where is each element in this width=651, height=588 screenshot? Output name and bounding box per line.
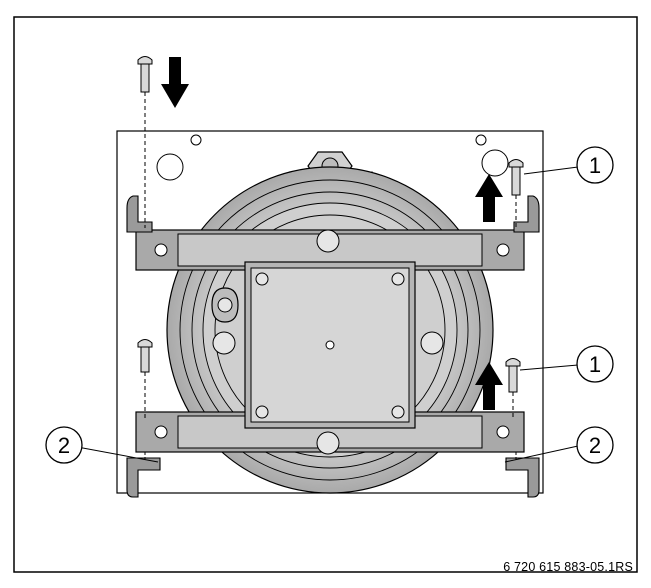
disc-bolt-bottom — [316, 431, 340, 455]
arrow-up-icon-upper — [475, 174, 503, 222]
hook-lower-right — [505, 457, 540, 498]
pin-lower-right — [505, 358, 521, 418]
callout-1-lower: 1 — [576, 345, 614, 383]
disc-bolt-top — [316, 229, 340, 253]
hook-upper-right — [513, 195, 540, 233]
arrow-down-icon — [161, 57, 189, 108]
pin-lower-left — [137, 339, 153, 418]
plate-hole-small-left — [190, 134, 202, 146]
disc-bolt-left — [212, 331, 236, 355]
pin-top-left — [137, 56, 153, 228]
arrow-up-icon-lower — [475, 362, 503, 410]
callout-1-upper-label: 1 — [589, 153, 601, 178]
figure-reference-code: 6 720 615 883-05.1RS — [503, 560, 633, 574]
leader-1-lower — [519, 364, 579, 371]
leader-2-left — [71, 445, 159, 463]
callout-1-upper: 1 — [576, 146, 614, 184]
hook-upper-left — [126, 195, 153, 233]
cover-plate — [244, 261, 416, 429]
callout-1-lower-label: 1 — [589, 352, 601, 377]
hook-lower-left — [126, 457, 161, 498]
plate-hole-large-left — [156, 153, 184, 181]
leader-2-right — [504, 445, 579, 463]
leader-1-upper — [523, 166, 579, 175]
callout-2-left-label: 2 — [58, 433, 70, 458]
pin-upper-right — [508, 159, 524, 228]
callout-2-left: 2 — [45, 426, 83, 464]
disc-bolt-right — [420, 331, 444, 355]
plate-hole-small-right — [475, 134, 487, 146]
plate-hole-large-right — [481, 149, 509, 177]
sight-glass — [211, 287, 239, 323]
callout-2-right: 2 — [576, 426, 614, 464]
callout-2-right-label: 2 — [589, 433, 601, 458]
